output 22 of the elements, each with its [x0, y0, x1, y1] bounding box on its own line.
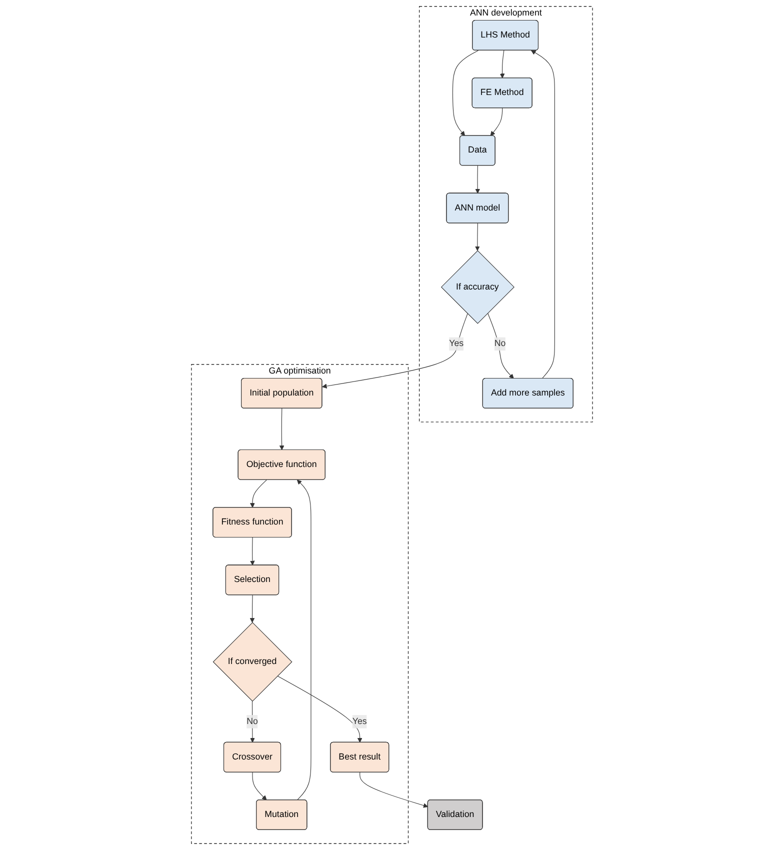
arrow [250, 480, 267, 508]
arrow [490, 108, 503, 136]
arrow [360, 772, 428, 808]
arrow [250, 594, 255, 623]
arrow [252, 772, 267, 800]
arrow [452, 50, 479, 136]
arrow [475, 165, 480, 194]
arrow [488, 312, 514, 379]
edge-label: Yes [449, 338, 464, 348]
arrow [475, 223, 480, 251]
arrow [322, 313, 468, 389]
arrow [250, 537, 255, 566]
edge-label: No [494, 338, 506, 348]
arrow [277, 676, 362, 743]
edge-label: Yes [352, 716, 367, 726]
edge-label: No [246, 716, 258, 726]
arrow [296, 480, 312, 800]
arrow [531, 50, 555, 379]
arrow [279, 408, 284, 450]
node-diamond: If accuracy [440, 250, 514, 324]
arrow [500, 50, 505, 78]
node-diamond: If converged [212, 622, 292, 702]
